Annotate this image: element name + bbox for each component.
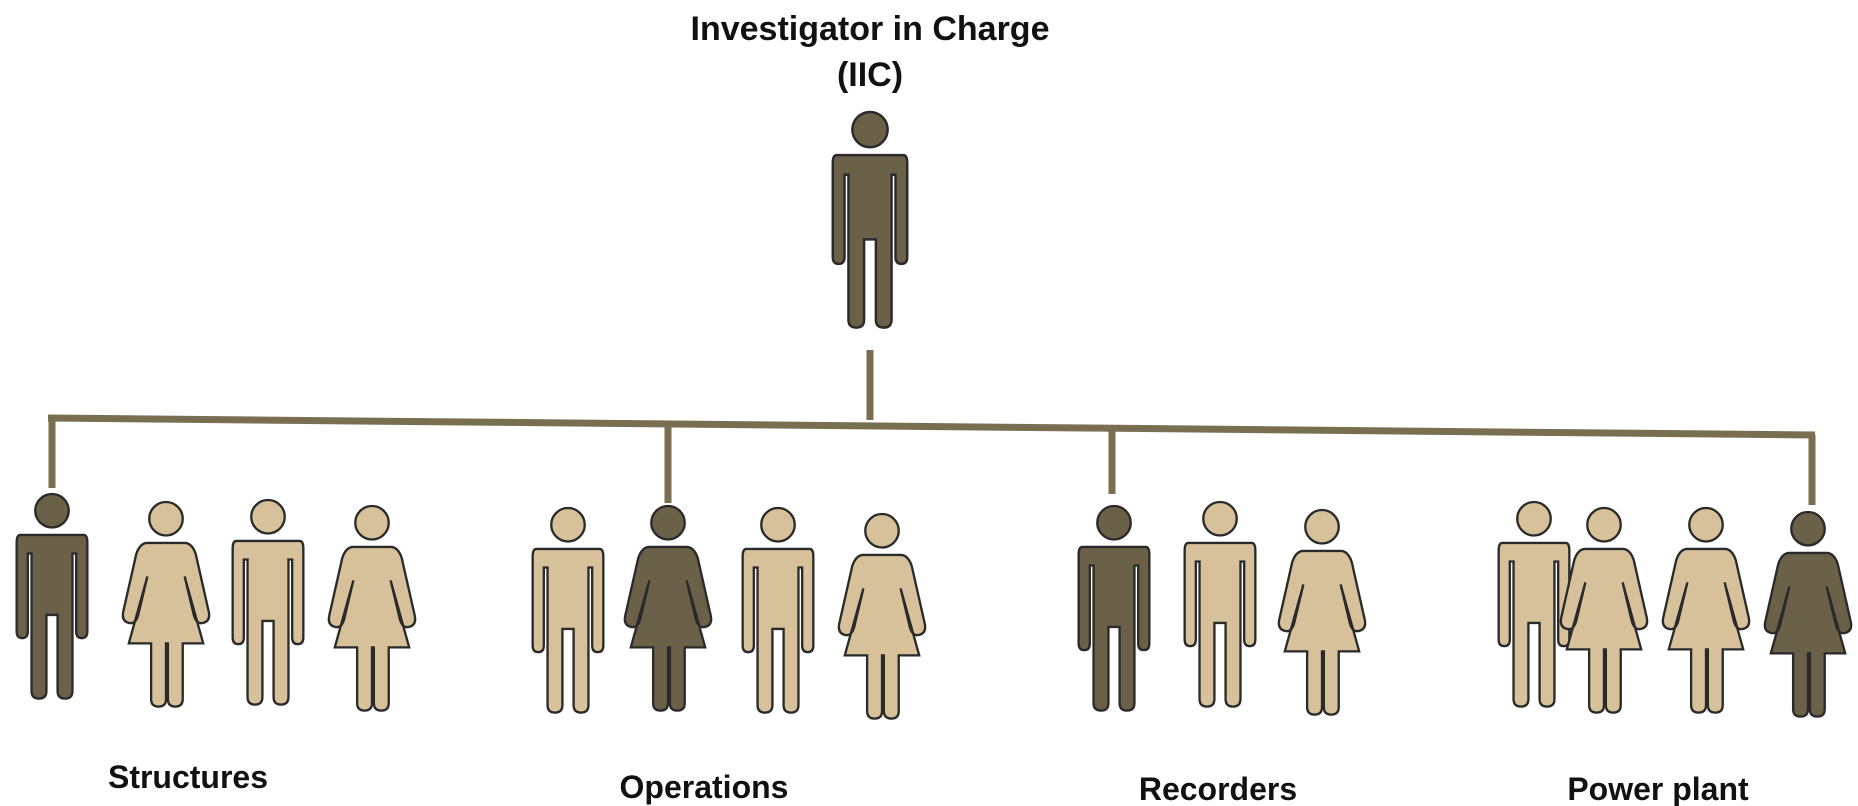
figure-body <box>837 553 927 720</box>
root-title-line1: Investigator in Charge <box>691 10 1050 48</box>
figure-head <box>1688 506 1724 543</box>
group-label-structures: Structures <box>108 759 268 795</box>
figure-head <box>760 506 796 543</box>
figure-body <box>1183 541 1257 708</box>
group-structures: Structures <box>15 492 417 795</box>
figure-head <box>1304 508 1340 545</box>
member-female-figure-icon <box>121 500 211 708</box>
member-female-figure-icon <box>837 512 927 720</box>
group-members <box>1077 500 1367 716</box>
figure-head <box>250 498 286 535</box>
figure-head <box>1586 506 1622 543</box>
group-label-power-plant: Power plant <box>1567 771 1749 806</box>
group-power-plant: Power plant <box>1497 500 1853 806</box>
figure-head <box>550 506 586 543</box>
figure-body <box>531 547 605 714</box>
figure-body <box>741 547 815 714</box>
connector-lines <box>47 350 1816 505</box>
figure-body <box>1763 551 1853 718</box>
member-male-figure-icon <box>1183 500 1257 708</box>
root-title-line2: (IIC) <box>837 56 903 94</box>
member-male-figure-icon <box>741 506 815 714</box>
member-male-figure-icon <box>231 498 305 706</box>
group-members <box>531 504 927 720</box>
member-female-figure-icon <box>1277 508 1367 716</box>
figure-body <box>121 541 211 708</box>
lead-female-figure-icon <box>623 504 713 712</box>
investigator-in-charge-icon <box>831 110 909 329</box>
figure-head <box>1790 510 1826 547</box>
figure-head <box>650 504 686 541</box>
lead-female-figure-icon <box>1763 510 1853 718</box>
figure-head <box>1096 504 1132 541</box>
figure-body <box>1277 549 1367 716</box>
member-female-figure-icon <box>1559 506 1649 714</box>
figure-body <box>1077 545 1151 712</box>
figure-body <box>1497 541 1571 708</box>
figure-body <box>623 545 713 712</box>
figure-head <box>354 504 390 541</box>
figure-body <box>327 545 417 712</box>
member-male-figure-icon <box>1497 500 1571 708</box>
member-female-figure-icon <box>327 504 417 712</box>
group-members <box>1497 500 1853 718</box>
group-operations: Operations <box>531 504 927 805</box>
horizontal-bus-line <box>47 414 1816 439</box>
group-members <box>15 492 417 712</box>
figure-body <box>1559 547 1649 714</box>
figure-body <box>231 539 305 706</box>
figure-head <box>851 110 889 149</box>
lead-male-figure-icon <box>15 492 89 700</box>
figure-head <box>1202 500 1238 537</box>
figure-body <box>15 533 89 700</box>
lead-male-figure-icon <box>1077 504 1151 712</box>
male-figure-icon <box>831 110 909 329</box>
figure-body <box>1661 547 1751 714</box>
member-female-figure-icon <box>1661 506 1751 714</box>
group-recorders: Recorders <box>1077 500 1367 806</box>
figure-head <box>1516 500 1552 537</box>
group-label-operations: Operations <box>620 769 789 805</box>
figure-head <box>34 492 70 529</box>
figure-body <box>831 153 909 329</box>
figure-head <box>148 500 184 537</box>
member-male-figure-icon <box>531 506 605 714</box>
figure-head <box>864 512 900 549</box>
group-label-recorders: Recorders <box>1139 771 1297 806</box>
